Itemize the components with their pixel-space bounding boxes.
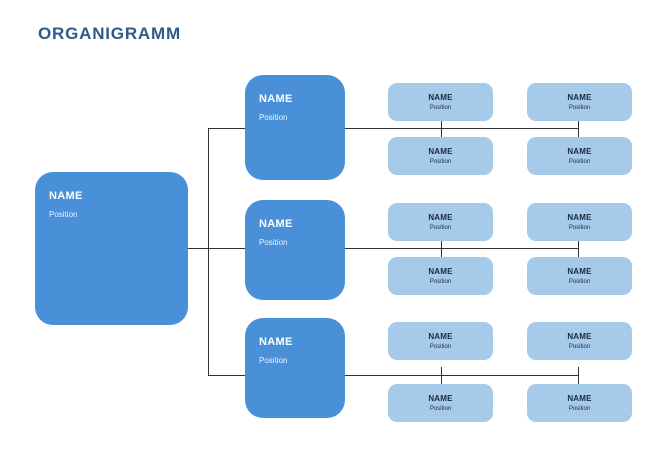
node-report-3-4-position: Position (568, 405, 591, 412)
node-report-3-2-name: NAME (567, 331, 592, 341)
node-report-2-4-position: Position (568, 278, 591, 285)
node-report-1-4-name: NAME (567, 146, 592, 156)
node-report-2-4[interactable]: NAME Position (527, 257, 632, 295)
node-manager-1-name: NAME (259, 93, 293, 105)
connector-spine (208, 128, 209, 375)
node-report-3-1-position: Position (429, 343, 452, 350)
node-root-name: NAME (49, 190, 83, 202)
node-report-2-2[interactable]: NAME Position (527, 203, 632, 241)
connector-branch-3-stub-a (441, 367, 442, 384)
node-report-2-4-name: NAME (567, 266, 592, 276)
node-report-1-2[interactable]: NAME Position (527, 83, 632, 121)
connector-branch-2-stub-b (578, 240, 579, 257)
node-report-3-3-name: NAME (428, 393, 453, 403)
node-root-position: Position (49, 210, 78, 219)
node-manager-3-position: Position (259, 356, 288, 365)
connector-branch-1-bus (345, 128, 578, 129)
node-report-3-4[interactable]: NAME Position (527, 384, 632, 422)
page-title: ORGANIGRAMM (38, 24, 181, 43)
node-root[interactable]: NAME Position (35, 172, 188, 325)
connector-spine-to-branch-1 (208, 128, 246, 129)
connector-branch-3-bus (345, 375, 578, 376)
node-report-1-1[interactable]: NAME Position (388, 83, 493, 121)
node-report-2-3[interactable]: NAME Position (388, 257, 493, 295)
node-report-1-4[interactable]: NAME Position (527, 137, 632, 175)
node-report-2-3-position: Position (429, 278, 452, 285)
node-report-1-2-name: NAME (567, 92, 592, 102)
connector-branch-1-stub-b (578, 120, 579, 137)
node-report-1-3[interactable]: NAME Position (388, 137, 493, 175)
node-manager-2[interactable]: NAME Position (245, 200, 345, 300)
node-report-3-4-name: NAME (567, 393, 592, 403)
node-report-1-3-position: Position (429, 158, 452, 165)
node-report-3-1[interactable]: NAME Position (388, 322, 493, 360)
node-report-3-3-position: Position (429, 405, 452, 412)
node-report-1-1-name: NAME (428, 92, 453, 102)
node-report-3-2-position: Position (568, 343, 591, 350)
node-report-3-1-name: NAME (428, 331, 453, 341)
node-report-3-3[interactable]: NAME Position (388, 384, 493, 422)
node-report-2-2-position: Position (568, 224, 591, 231)
node-report-1-4-position: Position (568, 158, 591, 165)
node-report-2-1-position: Position (429, 224, 452, 231)
node-report-3-2[interactable]: NAME Position (527, 322, 632, 360)
connector-root-stem (188, 248, 209, 249)
connector-branch-2-bus (345, 248, 578, 249)
node-manager-3[interactable]: NAME Position (245, 318, 345, 418)
node-manager-1-position: Position (259, 113, 288, 122)
node-report-1-1-position: Position (429, 104, 452, 111)
node-report-1-3-name: NAME (428, 146, 453, 156)
connector-branch-1-stub-a (441, 120, 442, 137)
node-report-2-2-name: NAME (567, 212, 592, 222)
connector-spine-to-branch-2 (208, 248, 246, 249)
connector-branch-3-stub-b (578, 367, 579, 384)
node-manager-1[interactable]: NAME Position (245, 75, 345, 180)
connector-spine-to-branch-3 (208, 375, 246, 376)
node-manager-2-name: NAME (259, 218, 293, 230)
node-report-2-1-name: NAME (428, 212, 453, 222)
node-report-2-3-name: NAME (428, 266, 453, 276)
node-report-1-2-position: Position (568, 104, 591, 111)
connector-branch-2-stub-a (441, 240, 442, 257)
node-manager-2-position: Position (259, 238, 288, 247)
node-report-2-1[interactable]: NAME Position (388, 203, 493, 241)
node-manager-3-name: NAME (259, 336, 293, 348)
